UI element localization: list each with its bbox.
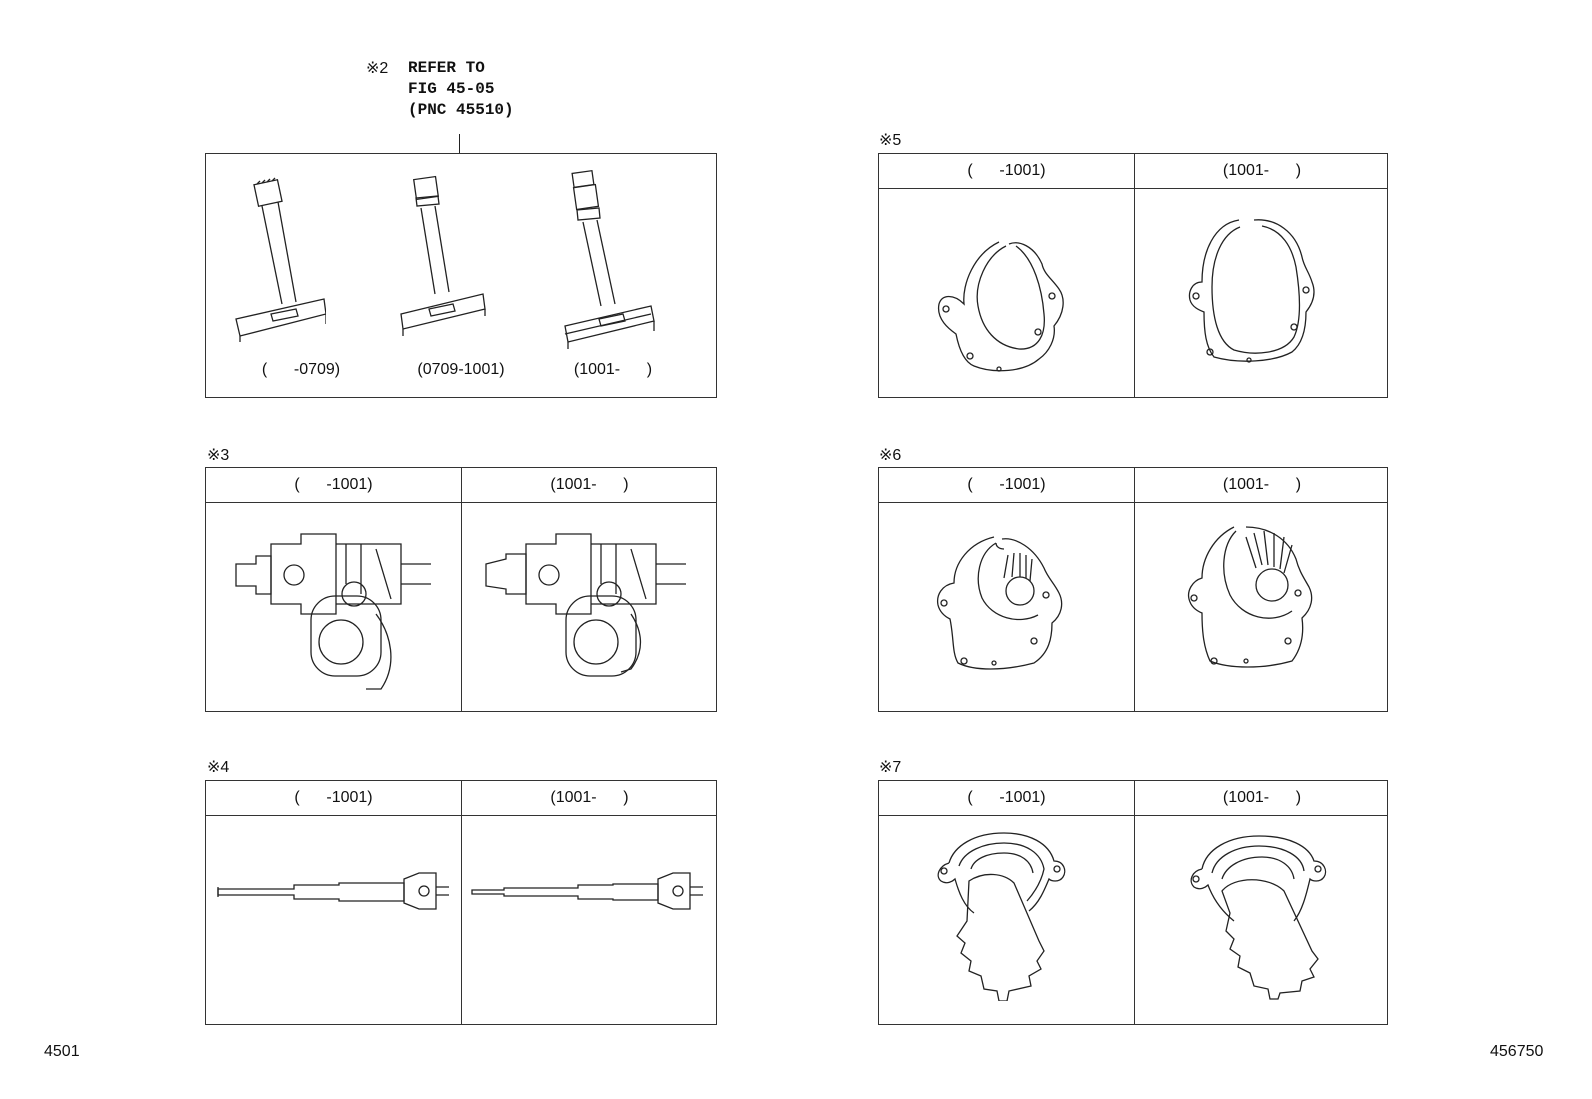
panel-4-header-left: ( -1001) [294,789,373,806]
steering-shaft-c-drawing [551,164,661,349]
panel-column-motor: ( -1001) (1001- ) [205,467,717,712]
panel-4-header-right: (1001- ) [550,789,629,806]
section-7-label: ※7 [879,759,902,776]
reference-leader-line [459,134,460,154]
reference-line-3: (PNC 45510) [408,101,514,119]
panel-3-header-right: (1001- ) [550,476,629,493]
section-6-label: ※6 [879,447,902,464]
panel-5-header-row [879,154,1387,189]
steering-shaft-b-caption: (0709-1001) [417,361,505,378]
cover-plate-b-drawing [1184,523,1324,683]
panel-7-header-row [879,781,1387,816]
steering-shaft-a-drawing [226,164,326,344]
reference-line-1: REFER TO [408,59,485,77]
panel-4-divider [461,781,462,1024]
panel-6-header-row [879,468,1387,503]
section-5-label: ※5 [879,132,902,149]
cover-plate-a-drawing [934,533,1074,683]
panel-5-header-left: ( -1001) [967,162,1046,179]
boot-seal-a-drawing [929,821,1079,1001]
column-motor-assembly-a-drawing [226,504,446,704]
steering-shaft-a-caption: ( -0709) [261,361,341,378]
panel-gasket-ring: ( -1001) (1001- ) [878,153,1388,398]
panel-3-header-left: ( -1001) [294,476,373,493]
panel-6-header-right: (1001- ) [1222,476,1302,493]
footer-left-code: 4501 [44,1043,80,1060]
reference-line-2: FIG 45-05 [408,80,495,98]
section-3-label: ※3 [207,447,230,464]
steering-shaft-c-caption: (1001- ) [573,361,653,378]
gasket-ring-b-drawing [1184,212,1324,377]
section-4-label: ※4 [207,759,230,776]
panel-steering-shafts: ( -0709) (0709-1001) (1001- ) [205,153,717,398]
panel-5-header-right: (1001- ) [1222,162,1302,179]
footer-right-code: 456750 [1490,1043,1544,1060]
panel-intermediate-shaft: ( -1001) (1001- ) [205,780,717,1025]
intermediate-shaft-b-drawing [468,861,708,921]
panel-7-divider [1134,781,1135,1024]
panel-cover-plate: ( -1001) (1001- ) [878,467,1388,712]
panel-5-divider [1134,154,1135,397]
boot-seal-b-drawing [1184,821,1344,1001]
panel-7-header-left: ( -1001) [967,789,1046,806]
column-motor-assembly-b-drawing [481,504,701,704]
steering-shaft-b-drawing [391,164,491,344]
reference-mark: ※2 [366,60,389,77]
panel-3-divider [461,468,462,711]
intermediate-shaft-a-drawing [214,861,454,921]
panel-6-header-left: ( -1001) [967,476,1046,493]
panel-boot-seal: ( -1001) (1001- ) [878,780,1388,1025]
panel-7-header-right: (1001- ) [1222,789,1302,806]
gasket-ring-a-drawing [934,234,1074,384]
panel-6-divider [1134,468,1135,711]
